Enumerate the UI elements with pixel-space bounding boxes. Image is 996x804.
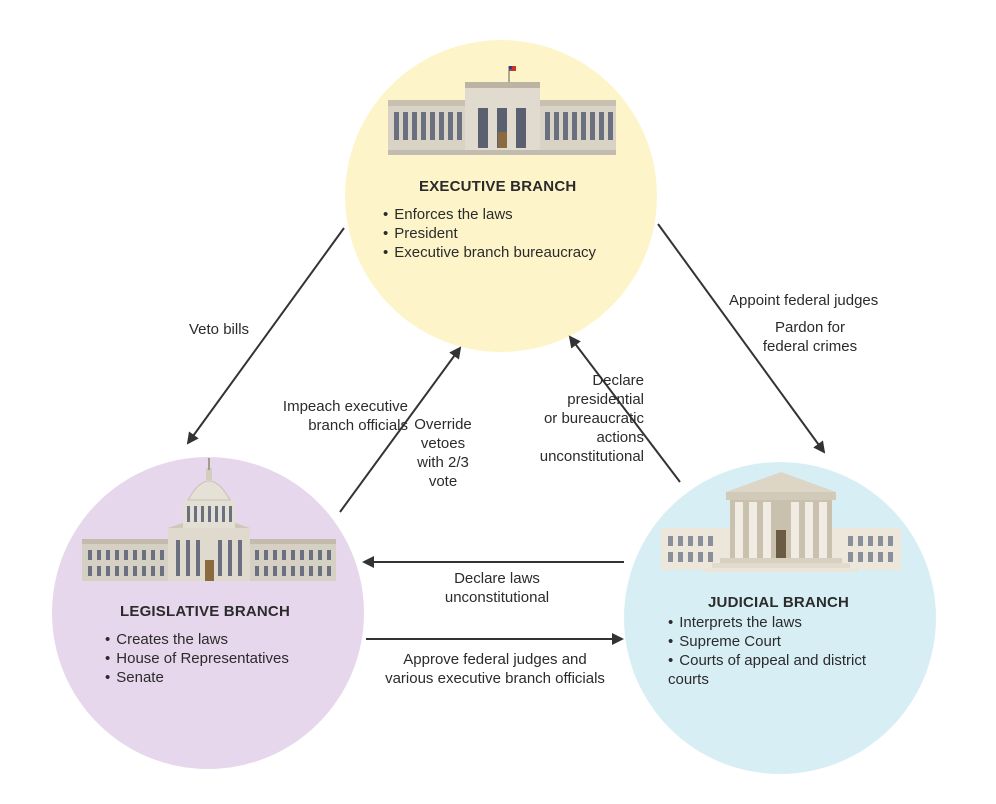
legislative-branch-list: Creates the laws House of Representative…	[105, 630, 289, 687]
declare-actions-label: Declare presidential or bureaucratic act…	[539, 372, 644, 465]
list-item: Creates the laws	[105, 630, 289, 649]
appoint-arrow	[657, 223, 826, 454]
declare-laws-label: Declare laws unconstitutional	[444, 570, 550, 606]
appoint-judges-label: Appoint federal judges	[729, 292, 879, 309]
list-item: Enforces the laws	[383, 205, 596, 224]
veto-bills-label: Veto bills	[189, 321, 250, 338]
supreme-court-building-icon	[661, 472, 901, 572]
list-item: Senate	[105, 668, 289, 687]
executive-branch-title: EXECUTIVE BRANCH	[419, 178, 577, 195]
veto-arrow	[186, 227, 345, 445]
list-item: Interprets the laws	[668, 613, 866, 632]
legislative-branch-title: LEGISLATIVE BRANCH	[120, 603, 290, 620]
pardon-label: Pardon for federal crimes	[762, 319, 858, 355]
list-item: Supreme Court	[668, 632, 866, 651]
list-item: Executive branch bureaucracy	[383, 243, 596, 262]
override-arrow	[339, 346, 462, 513]
list-item: Courts of appeal and district courts	[668, 651, 866, 689]
impeach-label: Impeach executive branch officials	[282, 398, 408, 434]
judicial-branch-list: Interprets the laws Supreme Court Courts…	[668, 613, 866, 689]
list-item: House of Representatives	[105, 649, 289, 668]
executive-building-icon	[388, 66, 616, 155]
judicial-branch-title: JUDICIAL BRANCH	[708, 594, 850, 611]
list-item: President	[383, 224, 596, 243]
approve-label: Approve federal judges and various execu…	[385, 651, 605, 687]
capitol-building-icon	[82, 458, 336, 581]
declare-actions-arrow	[568, 335, 681, 483]
override-vetoes-label: Override vetoes with 2/3 vote	[414, 416, 472, 490]
executive-branch-list: Enforces the laws President Executive br…	[383, 205, 596, 262]
